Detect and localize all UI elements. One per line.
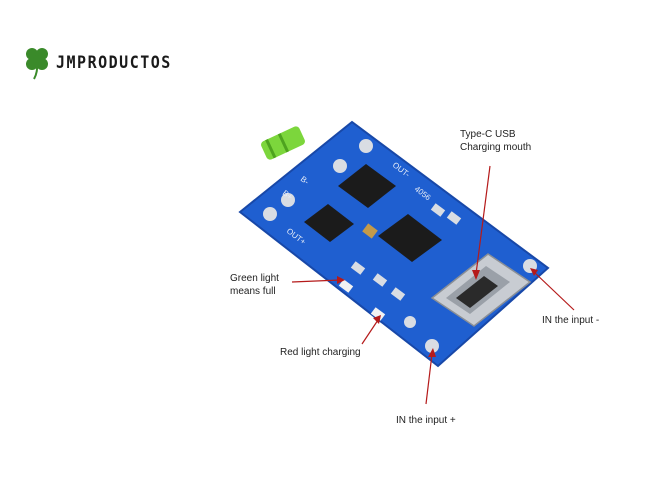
wire-end xyxy=(261,126,305,160)
logo-text: JMPRODUCTOS xyxy=(56,51,172,73)
label-in-plus: IN the input + xyxy=(396,415,456,426)
four-leaf-clover-icon xyxy=(26,48,48,80)
label-in-minus: IN the input - xyxy=(542,315,600,326)
usb-c-connector xyxy=(430,253,532,327)
label-red-light: Red light charging xyxy=(280,347,361,358)
pcb-board: OUT- B- B+ OUT+ 4056 xyxy=(238,120,550,368)
label-green-light: Green light means full xyxy=(230,273,279,297)
logo: JMPRODUCTOS xyxy=(22,44,172,80)
annotation-arrows xyxy=(291,165,575,405)
label-typec-usb: Type-C USB Charging mouth xyxy=(460,129,532,153)
